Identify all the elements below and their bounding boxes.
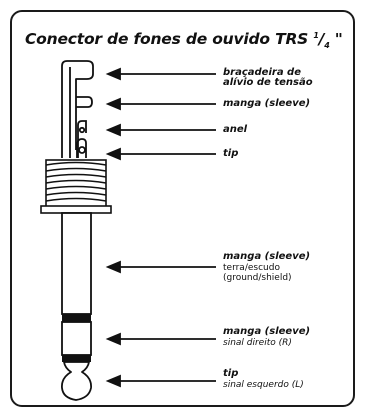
label-ring-lower-sub: sinal direito (R) bbox=[223, 338, 292, 348]
label-tip-lower-sub: sinal esquerdo (L) bbox=[223, 380, 304, 390]
threaded-collar bbox=[40, 159, 112, 214]
diagram-title: Conector de fones de ouvido TRS 1/4 " bbox=[25, 30, 343, 51]
callout-arrows bbox=[105, 67, 216, 388]
label-sleeve-upper: manga (sleeve) bbox=[223, 98, 311, 109]
plug-ring bbox=[61, 321, 92, 356]
sleeve-terminal bbox=[76, 96, 93, 108]
title-text: Conector de fones de ouvido TRS bbox=[25, 30, 309, 48]
insulator-band-1 bbox=[62, 314, 91, 322]
insulator-band-2 bbox=[62, 355, 91, 362]
tip-terminal bbox=[76, 138, 87, 158]
title-fraction-numerator: 1 bbox=[313, 30, 319, 40]
title-fraction-denominator: 4 bbox=[324, 41, 330, 51]
label-sleeve-lower-sub-1: terra/escudo bbox=[223, 263, 280, 273]
label-sleeve-lower-sub-2: (ground/shield) bbox=[223, 273, 292, 283]
label-strain-relief-2: alívio de tensão bbox=[223, 77, 313, 88]
title-inch-mark: " bbox=[334, 30, 343, 48]
strain-relief-clamp bbox=[61, 60, 94, 158]
ring-terminal bbox=[77, 120, 87, 158]
label-ring-upper: anel bbox=[223, 124, 248, 135]
label-ring-lower: manga (sleeve) bbox=[223, 326, 311, 337]
label-tip-lower: tip bbox=[223, 368, 239, 379]
label-sleeve-lower: manga (sleeve) bbox=[223, 251, 311, 262]
plug-tip bbox=[61, 361, 92, 401]
label-strain-relief-1: braçadeira de bbox=[223, 67, 301, 78]
label-tip-upper: tip bbox=[223, 148, 239, 159]
plug-sleeve bbox=[61, 212, 92, 315]
